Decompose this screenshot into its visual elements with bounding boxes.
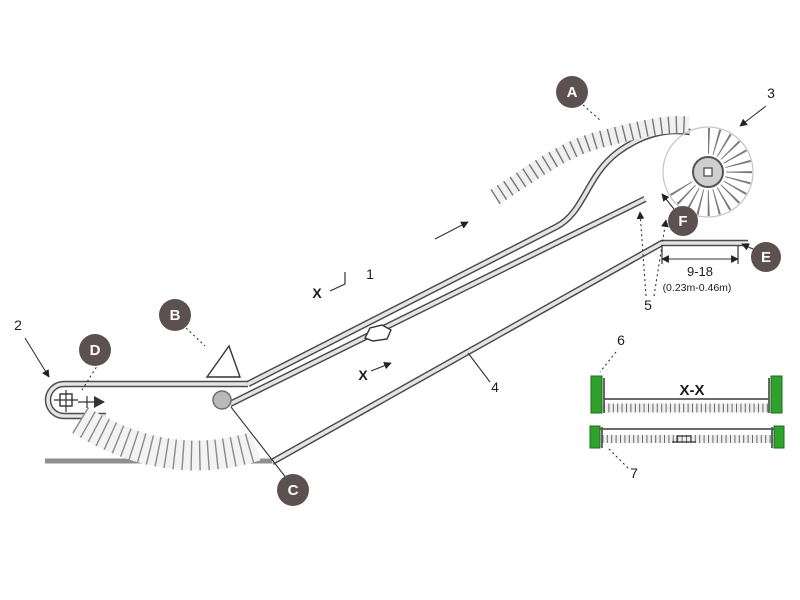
part-label-7: 7 <box>630 465 638 481</box>
callout-b-leader <box>185 327 206 347</box>
callout-f-label: F <box>678 213 687 230</box>
step-return-band-fill <box>228 197 647 406</box>
callout-b-circle <box>159 299 191 331</box>
return-roller <box>212 390 232 410</box>
part-label-1: 1 <box>366 266 374 282</box>
part-4-leader <box>467 352 491 383</box>
callout-c-leader <box>230 406 288 480</box>
callout-a-circle <box>556 76 588 108</box>
part-6-leader <box>599 351 617 373</box>
callout-b-label: B <box>170 307 181 324</box>
section-view-xx: X-X <box>589 375 785 449</box>
drum-outer-rim <box>662 126 754 218</box>
part-label-4: 4 <box>491 379 499 395</box>
travel-direction-arrow <box>434 221 469 240</box>
callout-a-label: A <box>567 84 578 101</box>
callout-a: A <box>556 76 588 108</box>
callout-e-label: E <box>761 249 771 266</box>
part-5-leader-a <box>636 211 647 297</box>
section-cut-upper: X 1 <box>312 266 374 301</box>
callout-e: E <box>751 242 781 272</box>
drum-axle <box>703 167 713 177</box>
deflector-brush-left <box>589 425 601 449</box>
callout-badges: A B C D E F <box>79 76 781 506</box>
dimension-range: 9-18 <box>687 264 713 279</box>
callout-d-leader <box>81 362 100 391</box>
callout-c-label: C <box>288 482 299 499</box>
tension-carriage <box>54 390 105 412</box>
section-center-clip <box>676 435 692 442</box>
callout-f: F <box>668 206 698 236</box>
skirt-brush-left <box>590 375 603 414</box>
cut-upper-tick <box>329 272 346 292</box>
head-drum <box>662 126 754 218</box>
step-link-detail <box>364 324 392 342</box>
callout-e-leader <box>741 243 756 251</box>
part-7-leader <box>607 447 629 469</box>
section-upper-assembly <box>590 375 783 414</box>
part-2-leader <box>24 337 50 378</box>
part-label-3: 3 <box>767 85 775 101</box>
cut-upper-x-label: X <box>312 285 322 301</box>
section-lower-assembly <box>589 425 785 449</box>
part-label-5: 5 <box>644 297 652 313</box>
callout-f-circle <box>668 206 698 236</box>
callout-f-leader <box>661 193 675 210</box>
tension-pointer <box>94 396 105 408</box>
section-title: X-X <box>679 382 704 399</box>
cut-lower-x-label: X <box>358 367 368 383</box>
comb-gap-dimension: 9-18 (0.23m-0.46m) <box>661 246 739 294</box>
part-label-2: 2 <box>14 317 22 333</box>
cut-lower-arrow <box>370 361 392 372</box>
callout-d-label: D <box>90 342 101 359</box>
part-3-leader <box>739 105 767 127</box>
callout-d-circle <box>79 334 111 366</box>
tension-wedge <box>205 344 241 378</box>
callout-e-circle <box>751 242 781 272</box>
callout-b: B <box>159 299 191 331</box>
deflector-brush-right <box>773 425 785 449</box>
callout-c: C <box>277 474 309 506</box>
part-labels: 2 3 4 5 6 7 <box>14 85 775 481</box>
callout-a-leader <box>582 104 602 122</box>
part-label-6: 6 <box>617 332 625 348</box>
dimension-metric: (0.23m-0.46m) <box>663 282 732 294</box>
lower-turnaround-step-band <box>80 420 256 456</box>
skirt-brush-right <box>770 375 783 414</box>
callout-leaders <box>81 104 756 480</box>
section-cut-lower: X <box>358 361 392 383</box>
callout-d: D <box>79 334 111 366</box>
callout-c-circle <box>277 474 309 506</box>
